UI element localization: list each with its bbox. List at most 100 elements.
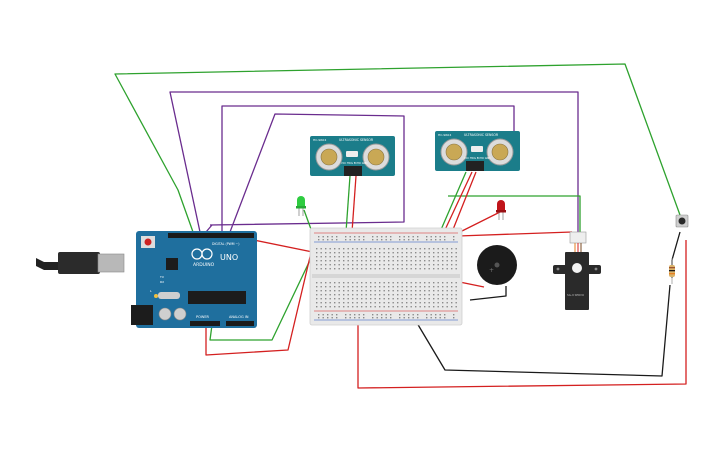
breadboard-hole bbox=[365, 298, 367, 300]
breadboard-hole bbox=[397, 260, 399, 262]
breadboard-hole bbox=[361, 290, 363, 292]
breadboard-hole bbox=[352, 248, 354, 250]
breadboard[interactable] bbox=[309, 227, 463, 326]
breadboard-hole bbox=[379, 256, 381, 258]
breadboard-hole bbox=[345, 236, 347, 238]
led-rim bbox=[496, 210, 506, 213]
breadboard-hole bbox=[352, 302, 354, 304]
led-red-icon bbox=[497, 200, 505, 212]
led-green[interactable] bbox=[296, 196, 306, 216]
servo-body bbox=[565, 252, 589, 310]
arduino-uno[interactable]: ARDUINO UNO DIGITAL (PWM ~) POWER ANALOG… bbox=[36, 231, 257, 328]
breadboard-hole bbox=[363, 317, 365, 319]
sensor-name: ULTRASONIC SENSOR bbox=[464, 133, 499, 137]
resistor-band bbox=[669, 267, 675, 269]
piezo-buzzer[interactable]: + bbox=[477, 245, 517, 285]
breadboard-hole bbox=[329, 248, 331, 250]
breadboard-hole bbox=[318, 317, 320, 319]
breadboard-hole bbox=[412, 239, 414, 241]
digital-label: DIGITAL (PWM ~) bbox=[212, 242, 239, 246]
breadboard-hole bbox=[410, 290, 412, 292]
breadboard-hole bbox=[446, 294, 448, 296]
breadboard-hole bbox=[455, 282, 457, 284]
buzzer-hole bbox=[494, 262, 500, 268]
breadboard-hole bbox=[331, 317, 333, 319]
breadboard-hole bbox=[338, 268, 340, 270]
breadboard-hole bbox=[356, 294, 358, 296]
breadboard-hole bbox=[433, 306, 435, 308]
breadboard-hole bbox=[433, 286, 435, 288]
servo-horn-icon bbox=[572, 263, 582, 273]
breadboard-hole bbox=[381, 236, 383, 238]
breadboard-hole bbox=[397, 306, 399, 308]
breadboard-hole bbox=[442, 290, 444, 292]
breadboard-hole bbox=[433, 256, 435, 258]
breadboard-hole bbox=[399, 236, 401, 238]
led-red[interactable] bbox=[496, 200, 506, 220]
breadboard-hole bbox=[446, 298, 448, 300]
breadboard-hole bbox=[403, 317, 405, 319]
breadboard-hole bbox=[334, 294, 336, 296]
ultrasonic-sensor-2[interactable]: ULTRASONIC SENSOR HC-SR04 VCC TRIG ECHO … bbox=[435, 131, 520, 171]
breadboard-hole bbox=[318, 236, 320, 238]
capacitor-2 bbox=[173, 307, 187, 321]
breadboard-hole bbox=[435, 317, 437, 319]
servo-motor[interactable]: SG-9 SERVO bbox=[553, 231, 601, 310]
resistor-band bbox=[669, 270, 675, 272]
breadboard-hole bbox=[428, 294, 430, 296]
breadboard-hole bbox=[356, 282, 358, 284]
ultrasonic-sensor-1[interactable]: ULTRASONIC SENSOR HC-SR04 VCC TRIG ECHO … bbox=[310, 136, 395, 176]
usb-chip bbox=[166, 258, 178, 270]
breadboard-hole bbox=[379, 282, 381, 284]
breadboard-hole bbox=[410, 294, 412, 296]
resistor-band bbox=[669, 273, 675, 275]
wire-red-power bbox=[205, 239, 315, 356]
breadboard-hole bbox=[392, 298, 394, 300]
breadboard-hole bbox=[437, 260, 439, 262]
transducer-mesh bbox=[445, 143, 463, 161]
breadboard-hole bbox=[439, 314, 441, 316]
breadboard-hole bbox=[446, 286, 448, 288]
breadboard-hole bbox=[455, 294, 457, 296]
breadboard-hole bbox=[370, 268, 372, 270]
breadboard-hole bbox=[379, 302, 381, 304]
breadboard-hole bbox=[419, 306, 421, 308]
breadboard-hole bbox=[347, 302, 349, 304]
breadboard-hole bbox=[325, 252, 327, 254]
breadboard-hole bbox=[316, 286, 318, 288]
breadboard-hole bbox=[428, 306, 430, 308]
breadboard-hole bbox=[374, 306, 376, 308]
breadboard-hole bbox=[365, 260, 367, 262]
breadboard-hole bbox=[424, 248, 426, 250]
pushbutton[interactable] bbox=[675, 214, 689, 228]
breadboard-hole bbox=[433, 260, 435, 262]
breadboard-hole bbox=[439, 317, 441, 319]
breadboard-hole bbox=[442, 268, 444, 270]
breadboard-hole bbox=[329, 260, 331, 262]
analog-header bbox=[226, 321, 254, 326]
breadboard-hole bbox=[320, 294, 322, 296]
breadboard-hole bbox=[334, 264, 336, 266]
breadboard-hole bbox=[383, 252, 385, 254]
breadboard-hole bbox=[383, 268, 385, 270]
breadboard-hole bbox=[401, 290, 403, 292]
breadboard-hole bbox=[453, 236, 455, 238]
breadboard-hole bbox=[451, 256, 453, 258]
breadboard-hole bbox=[320, 260, 322, 262]
transducer-mesh bbox=[491, 143, 509, 161]
wire-green-sensor1 bbox=[345, 175, 351, 233]
breadboard-hole bbox=[415, 256, 417, 258]
wire-green-sensor2 bbox=[439, 171, 467, 233]
breadboard-hole bbox=[356, 290, 358, 292]
breadboard-hole bbox=[334, 260, 336, 262]
resistor[interactable] bbox=[669, 258, 675, 284]
breadboard-hole bbox=[352, 282, 354, 284]
breadboard-hole bbox=[419, 252, 421, 254]
breadboard-hole bbox=[453, 317, 455, 319]
breadboard-hole bbox=[455, 248, 457, 250]
breadboard-hole bbox=[347, 282, 349, 284]
breadboard-hole bbox=[419, 290, 421, 292]
breadboard-hole bbox=[397, 294, 399, 296]
breadboard-hole bbox=[320, 264, 322, 266]
breadboard-hole bbox=[338, 294, 340, 296]
